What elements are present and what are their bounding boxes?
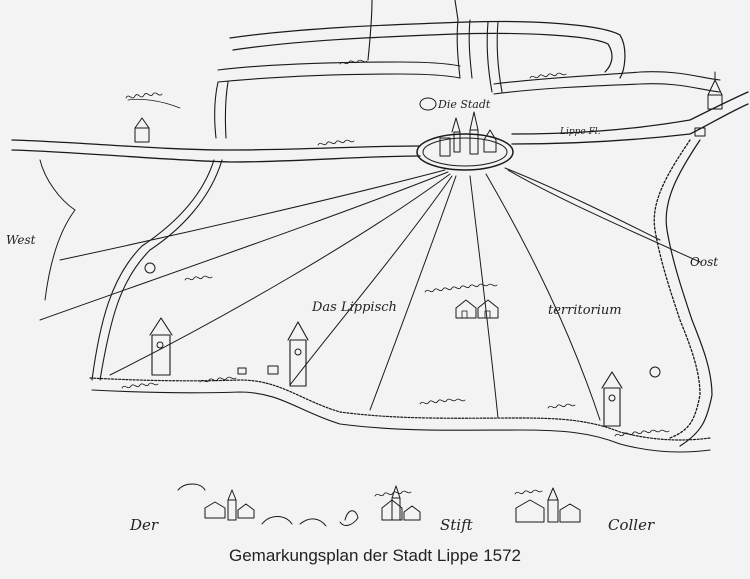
- middle-tower: [287, 321, 309, 387]
- east-tower: [601, 366, 661, 427]
- label-territorium: territorium: [548, 303, 622, 318]
- cursive-annotations: [121, 59, 670, 497]
- label-lippe-river: Lippe Fl.: [559, 127, 601, 137]
- map-caption: Gemarkungsplan der Stadt Lippe 1572: [228, 546, 522, 565]
- label-bottom-der: Der: [129, 516, 159, 534]
- western-road: [39, 159, 223, 381]
- small-buildings-west: [237, 365, 279, 375]
- eastern-boundary: [653, 139, 713, 447]
- radiating-lines: [39, 167, 701, 421]
- northern-roads: [214, 0, 721, 139]
- west-tower: [144, 262, 173, 376]
- historic-map: Die Stadt Lippe Fl. West Oost Das Lippis…: [6, 0, 749, 534]
- label-bottom-stift: Stift: [440, 516, 474, 534]
- town-lippe: [416, 97, 514, 171]
- northeast-church: [694, 71, 723, 137]
- central-farm: [455, 299, 499, 319]
- label-ost: Oost: [690, 255, 718, 269]
- label-west: West: [6, 233, 36, 247]
- label-bottom-coller: Coller: [608, 516, 655, 534]
- label-town: Die Stadt: [437, 98, 491, 111]
- southern-boundary: [89, 377, 711, 453]
- label-das-lippisch: Das Lippisch: [311, 300, 397, 315]
- bottom-vignettes: [177, 483, 581, 527]
- northwest-chapel: [127, 98, 181, 143]
- lippe-river: [11, 91, 749, 163]
